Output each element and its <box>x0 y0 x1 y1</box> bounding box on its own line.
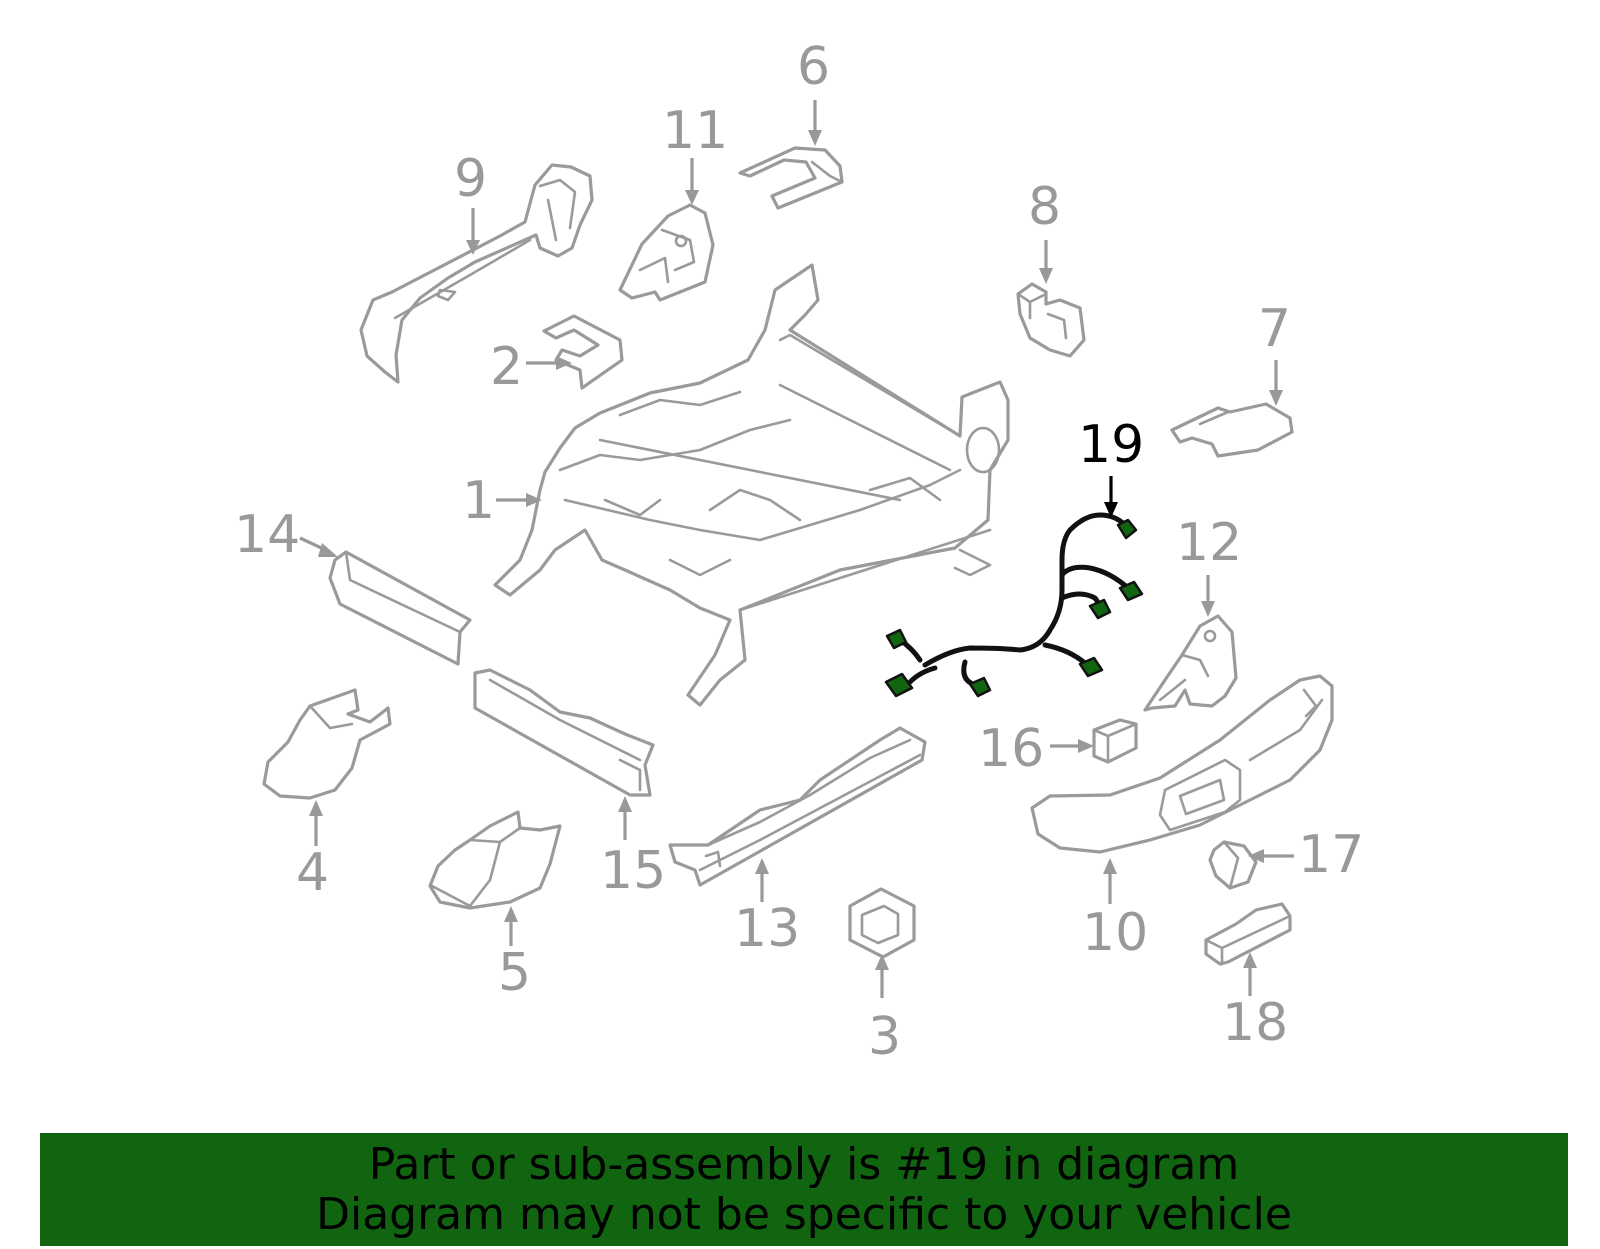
part-5-cover[interactable] <box>428 810 562 910</box>
part-12-bracket[interactable] <box>1143 614 1238 712</box>
part-info-banner: Part or sub-assembly is #19 in diagram D… <box>40 1133 1568 1246</box>
part-9-side-trim[interactable] <box>359 163 594 384</box>
part-14-rail-cover[interactable] <box>328 550 472 666</box>
callout-labels: 9 11 6 2 8 7 19 1 14 12 16 4 5 15 13 3 1… <box>234 37 1364 1067</box>
part-15-rail[interactable] <box>473 668 655 797</box>
harness-connector-3 <box>1088 598 1112 620</box>
callout-17: 17 <box>1298 825 1364 885</box>
part-10-side-shield[interactable] <box>1030 674 1334 854</box>
harness-connector-6 <box>884 672 914 698</box>
callout-13: 13 <box>734 899 800 959</box>
callout-5: 5 <box>498 943 531 1003</box>
part-1-seat-frame[interactable] <box>493 263 1010 707</box>
callout-1: 1 <box>462 471 495 531</box>
harness-connector-7 <box>968 676 992 698</box>
connector-fill <box>1116 518 1138 540</box>
callout-10: 10 <box>1082 903 1148 963</box>
callout-8: 8 <box>1028 177 1061 237</box>
part-17-knob[interactable] <box>1208 840 1258 890</box>
part-18-lever[interactable] <box>1204 902 1292 966</box>
callout-arrows <box>299 100 1294 998</box>
callout-2: 2 <box>490 337 523 397</box>
callout-6: 6 <box>797 37 830 97</box>
callout-19: 19 <box>1078 415 1144 475</box>
part-16-block[interactable] <box>1092 718 1138 764</box>
part-3-block[interactable] <box>848 887 916 959</box>
callout-18: 18 <box>1222 993 1288 1053</box>
part-6-cover[interactable] <box>738 146 844 210</box>
banner-line-1: Part or sub-assembly is #19 in diagram <box>368 1138 1240 1190</box>
harness-connector-1 <box>1116 518 1138 540</box>
harness-connector-2 <box>1118 580 1144 602</box>
banner-line-2: Diagram may not be specific to your vehi… <box>316 1188 1292 1240</box>
callout-11: 11 <box>662 101 728 161</box>
part-8-bracket[interactable] <box>1016 282 1086 358</box>
part-19-wiring-harness[interactable] <box>884 512 1144 698</box>
callout-16: 16 <box>978 719 1044 779</box>
harness-connector-5 <box>885 628 908 650</box>
callout-12: 12 <box>1176 513 1242 573</box>
part-2-clip[interactable] <box>542 314 624 390</box>
harness-connector-4 <box>1078 656 1104 678</box>
callout-15: 15 <box>600 841 666 901</box>
part-11-bracket[interactable] <box>618 203 715 302</box>
callout-4: 4 <box>296 843 329 903</box>
part-4-cover[interactable] <box>262 688 392 800</box>
callout-3: 3 <box>868 1007 901 1067</box>
callout-7: 7 <box>1258 299 1291 359</box>
callout-14: 14 <box>234 505 300 565</box>
part-13-track[interactable] <box>668 726 927 887</box>
part-7-trim[interactable] <box>1170 402 1294 458</box>
callout-9: 9 <box>454 149 487 209</box>
